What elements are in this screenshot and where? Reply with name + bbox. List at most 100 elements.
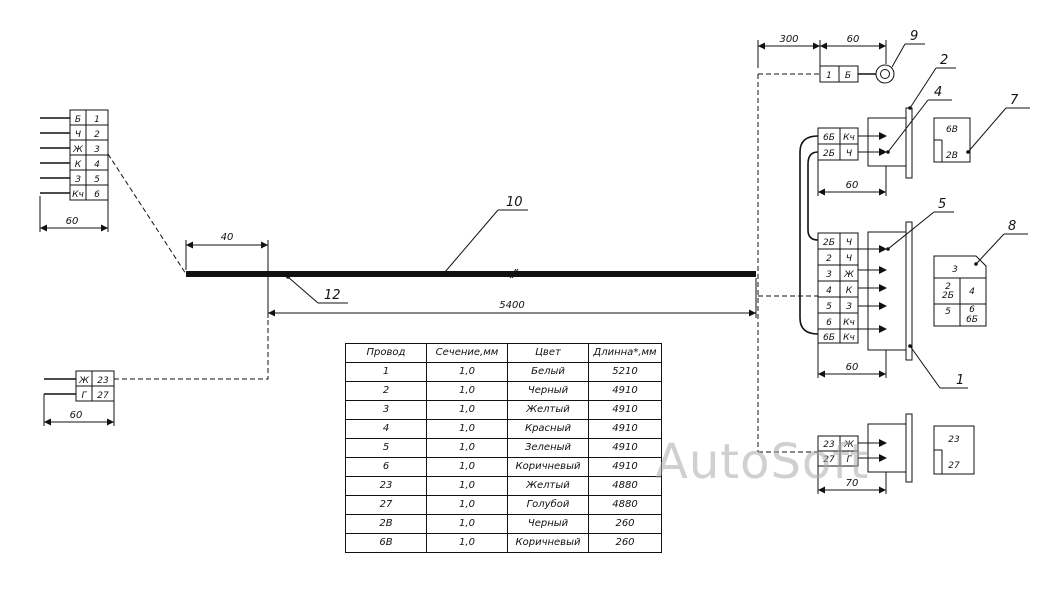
c3-face-1: 27 bbox=[948, 461, 960, 471]
c1-face-4: 5 bbox=[945, 307, 951, 317]
table-cell: 260 bbox=[588, 533, 662, 553]
c1-face-1: 2 bbox=[945, 282, 951, 292]
lca-num-3: 4 bbox=[94, 160, 100, 170]
lca-num-5: 6 bbox=[94, 190, 100, 200]
lca-num-1: 2 bbox=[94, 130, 100, 140]
lcb-leader bbox=[114, 278, 269, 380]
c2-face-0: 6В bbox=[946, 125, 958, 135]
table-cell: 27 bbox=[345, 495, 427, 515]
c1-color-4: З bbox=[846, 302, 852, 312]
table-cell: Коричневый bbox=[507, 457, 589, 477]
table-cell: 4880 bbox=[588, 495, 662, 515]
c1-face-2: 2Б bbox=[942, 291, 954, 301]
table-cell: 1,0 bbox=[426, 533, 508, 553]
c3-num-0: 23 bbox=[823, 440, 835, 450]
lca-dim: 60 bbox=[66, 216, 79, 227]
table-cell: 5 bbox=[345, 438, 427, 458]
table-cell: 1,0 bbox=[426, 381, 508, 401]
table-cell: 1,0 bbox=[426, 400, 508, 420]
callout-2: 2 bbox=[940, 53, 948, 68]
dim-60-top: 60 bbox=[847, 34, 860, 45]
c3-dim: 70 bbox=[846, 478, 859, 489]
c2-num-1: 2Б bbox=[823, 149, 835, 159]
callout-5: 5 bbox=[938, 197, 946, 212]
table-cell: 1,0 bbox=[426, 476, 508, 496]
lca-color-4: З bbox=[75, 175, 81, 185]
c1-num-6: 6Б bbox=[823, 333, 835, 343]
callout-9: 9 bbox=[910, 29, 918, 44]
connector-3: 23 Ж 27 Г 70 23 27 bbox=[817, 413, 975, 494]
dim-300: 300 bbox=[779, 34, 798, 45]
table-cell: 6 bbox=[345, 457, 427, 477]
c1-num-5: 6 bbox=[826, 318, 832, 328]
table-cell: 4910 bbox=[588, 438, 662, 458]
callout-10: 10 bbox=[506, 195, 523, 210]
c1-num-0: 2Б bbox=[823, 238, 835, 248]
table-cell: 4910 bbox=[588, 419, 662, 439]
table-cell: 260 bbox=[588, 514, 662, 534]
watermark: AutoSoft bbox=[655, 434, 870, 490]
c1-face-6: 6Б bbox=[966, 315, 978, 325]
c1-num-1: 2 bbox=[826, 254, 832, 264]
dim-length: 5400 bbox=[499, 300, 524, 311]
table-cell: Голубой bbox=[507, 495, 589, 515]
c1-color-2: Ж bbox=[843, 270, 854, 280]
table-cell: 3 bbox=[345, 400, 427, 420]
lcb-dim: 60 bbox=[70, 410, 83, 421]
callout-4: 4 bbox=[934, 85, 942, 100]
table-cell: 23 bbox=[345, 476, 427, 496]
connector-2: 6Б Кч 2Б Ч 60 2 4 6В 2В 7 bbox=[817, 53, 1030, 196]
lca-num-4: 5 bbox=[94, 175, 100, 185]
c3-face-0: 23 bbox=[948, 435, 960, 445]
lcb-num-0: 23 bbox=[97, 376, 109, 386]
c1-color-6: Кч bbox=[843, 333, 855, 343]
c1-num-4: 5 bbox=[826, 302, 832, 312]
bundle-loop bbox=[799, 135, 819, 335]
c1-color-3: К bbox=[846, 286, 853, 296]
ring-terminal-icon bbox=[875, 64, 895, 84]
table-cell: Черный bbox=[507, 514, 589, 534]
top-dimensions: 300 60 bbox=[757, 34, 887, 68]
table-header: Сечение,мм bbox=[426, 343, 508, 363]
lca-leader bbox=[107, 153, 187, 275]
c1-face-3: 4 bbox=[969, 287, 975, 297]
lca-color-0: Б bbox=[75, 115, 81, 125]
table-cell: Белый bbox=[507, 362, 589, 382]
lca-color-1: Ч bbox=[75, 130, 81, 140]
lcb-color-0: Ж bbox=[78, 376, 89, 386]
table-cell: 1,0 bbox=[426, 495, 508, 515]
c2-face-1: 2В bbox=[946, 151, 958, 161]
c1-color-5: Кч bbox=[843, 318, 855, 328]
lca-color-5: Кч bbox=[72, 190, 84, 200]
c1-face-5: 6 bbox=[969, 305, 975, 315]
c1-dim: 60 bbox=[846, 362, 859, 373]
lug-connector: 1 Б 9 bbox=[819, 29, 925, 84]
c3-num-1: 27 bbox=[823, 455, 835, 465]
left-connector-a: Б 1 Ч 2 Ж 3 К 4 З 5 Кч 6 60 bbox=[39, 109, 109, 232]
table-cell: 5210 bbox=[588, 362, 662, 382]
c2-dim: 60 bbox=[846, 180, 859, 191]
table-cell: Коричневый bbox=[507, 533, 589, 553]
connector-1: 2Б Ч 2 Ч 3 Ж 4 К 5 З 6 Кч 6Б Кч 60 5 bbox=[817, 197, 1028, 389]
c1-num-3: 4 bbox=[826, 286, 832, 296]
lug-cell-1: Б bbox=[845, 71, 851, 81]
callout-12: 12 bbox=[324, 288, 341, 303]
table-cell: 4910 bbox=[588, 457, 662, 477]
table-header: Цвет bbox=[507, 343, 589, 363]
callout-1: 1 bbox=[956, 373, 964, 388]
table-cell: 1,0 bbox=[426, 419, 508, 439]
table-cell: 4880 bbox=[588, 476, 662, 496]
callout-7: 7 bbox=[1010, 93, 1019, 108]
main-harness: 40 5400 10 12 bbox=[185, 195, 757, 318]
lca-num-0: 1 bbox=[94, 115, 100, 125]
c2-color-1: Ч bbox=[846, 149, 852, 159]
